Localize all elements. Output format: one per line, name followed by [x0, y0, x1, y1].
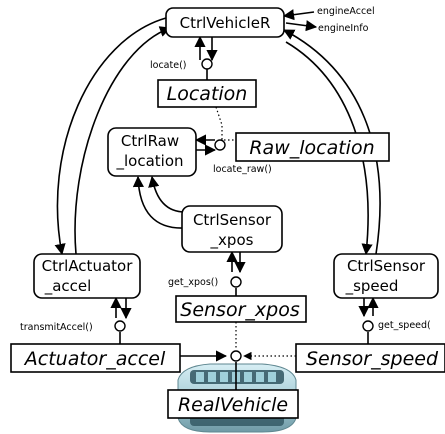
locate-label: locate() [150, 60, 186, 71]
locate-raw-label: locate_raw() [213, 164, 272, 175]
ctrl-raw-location-label-1: CtrlRaw [121, 132, 179, 150]
ctrl-raw-location-label-2: _location [115, 152, 183, 171]
ctrl-sensor-speed-label-2: _speed [345, 277, 399, 296]
real-vehicle-junction [230, 350, 242, 362]
vehicle-speed-curve-1 [283, 29, 381, 255]
ctrl-sensor-speed-label-1: CtrlSensor [347, 257, 426, 275]
get-xpos-label: get_xpos() [168, 277, 218, 288]
transmit-accel-port [114, 320, 126, 332]
sensor-speed-label: Sensor_speed [306, 348, 439, 370]
ctrl-vehicle-label: CtrlVehicleR [180, 14, 271, 32]
engine-info-label: engineInfo [318, 23, 369, 34]
component-ctrl-sensor-xpos: CtrlSensor _xpos [181, 205, 283, 253]
object-raw-location: Raw_location [235, 132, 390, 162]
get-speed-port [362, 320, 374, 332]
engine-info-arrow [285, 20, 318, 32]
component-ctrl-sensor-speed: CtrlSensor _speed [333, 253, 439, 299]
component-ctrl-actuator-accel: CtrlActuator _accel [33, 253, 141, 299]
connections [54, 9, 381, 390]
object-sensor-speed: Sensor_speed [295, 343, 445, 373]
vehicle-speed-curve-2 [285, 41, 373, 256]
ctrl-sensor-xpos-label-1: CtrlSensor [193, 211, 272, 229]
ctrl-sensor-xpos-label-2: _xpos [210, 231, 254, 250]
object-actuator-accel: Actuator_accel [10, 343, 181, 373]
object-real-vehicle: RealVehicle [167, 389, 299, 419]
engine-accel-arrow [282, 9, 315, 21]
transmit-accel-label: transmitAccel() [20, 322, 93, 333]
component-ctrl-vehicle: CtrlVehicleR [165, 7, 285, 38]
engine-accel-label: engineAccel [317, 6, 375, 17]
object-location: Location [157, 79, 257, 108]
actuator-accel-label: Actuator_accel [23, 348, 166, 370]
object-sensor-xpos: Sensor_xpos [175, 295, 307, 323]
actuator-vehicle-curve-2 [74, 26, 172, 255]
sensor-xpos-label: Sensor_xpos [180, 299, 300, 321]
get-speed-label: get_speed( [378, 320, 431, 331]
actuator-vehicle-curve-1 [54, 17, 167, 256]
location-rawlocation-dotted [215, 106, 236, 141]
real-vehicle-label: RealVehicle [178, 394, 288, 416]
ctrl-actuator-label-1: CtrlActuator [42, 257, 134, 275]
raw-location-label: Raw_location [249, 137, 374, 159]
rawloc-sensorxpos-arrow-2 [148, 175, 186, 213]
rawloc-sensorxpos-arrow-1 [132, 175, 186, 229]
get-xpos-port [230, 276, 242, 288]
component-ctrl-raw-location: CtrlRaw _location [107, 127, 197, 177]
locate-raw-port [214, 139, 226, 151]
location-label: Location [167, 83, 248, 105]
ctrl-actuator-label-2: _accel [44, 277, 92, 296]
locate-port [201, 58, 213, 70]
